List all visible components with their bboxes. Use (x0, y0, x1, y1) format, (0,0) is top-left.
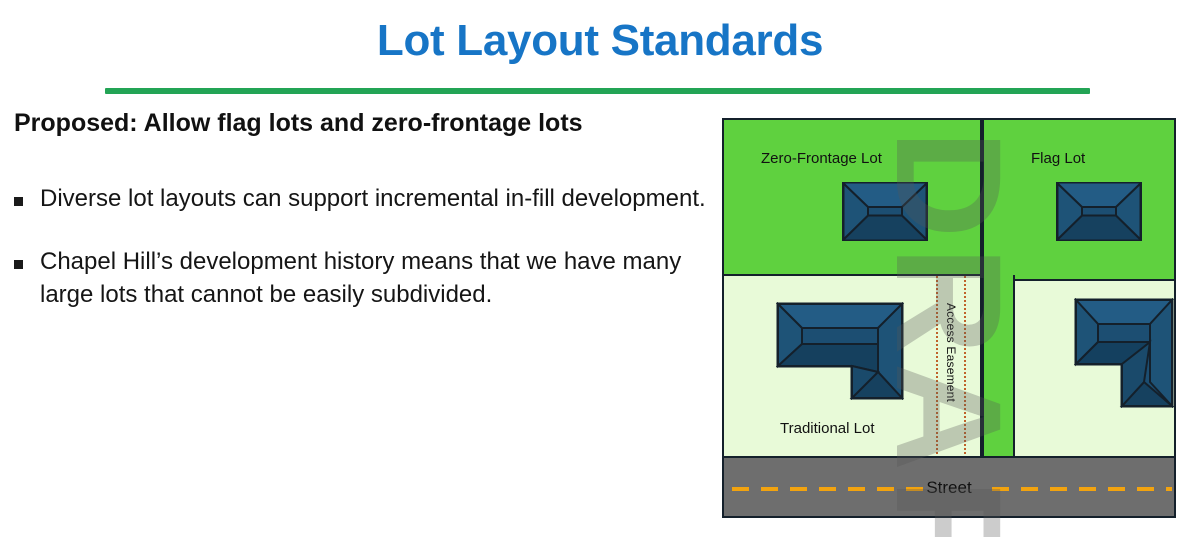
building-traditional-lot (776, 302, 904, 400)
building-zero-frontage (842, 182, 928, 241)
street-centerline-left (732, 487, 928, 491)
bullet-list: Diverse lot layouts can support incremen… (14, 182, 714, 341)
label-zero-frontage-lot: Zero-Frontage Lot (761, 150, 882, 167)
label-street: Street (926, 478, 972, 497)
building-rear-lot (1074, 298, 1174, 408)
label-access-easement: Access Easement (944, 303, 958, 403)
bullet-text: Chapel Hill’s development history means … (40, 248, 682, 309)
easement-boundary-right (964, 276, 966, 462)
label-flag-lot: Flag Lot (1031, 150, 1086, 167)
building-flag-lot-front (1056, 182, 1142, 241)
bullet-text: Diverse lot layouts can support incremen… (40, 185, 706, 212)
lot-layout-diagram: Zero-Frontage Lot Flag Lot Traditional L… (722, 118, 1176, 518)
title-divider-rule (105, 88, 1090, 94)
flag-lot-access-pole (982, 275, 1015, 462)
bullet-square-icon (14, 197, 23, 206)
list-item: Diverse lot layouts can support incremen… (14, 182, 714, 215)
page-title: Lot Layout Standards (376, 16, 824, 65)
list-item: Chapel Hill’s development history means … (14, 245, 714, 311)
easement-boundary-left (936, 276, 938, 462)
street-strip: Street (724, 456, 1174, 516)
bullet-square-icon (14, 260, 23, 270)
street-centerline-right (992, 487, 1172, 491)
label-traditional-lot: Traditional Lot (780, 420, 875, 437)
lead-statement: Proposed: Allow flag lots and zero-front… (14, 109, 583, 137)
